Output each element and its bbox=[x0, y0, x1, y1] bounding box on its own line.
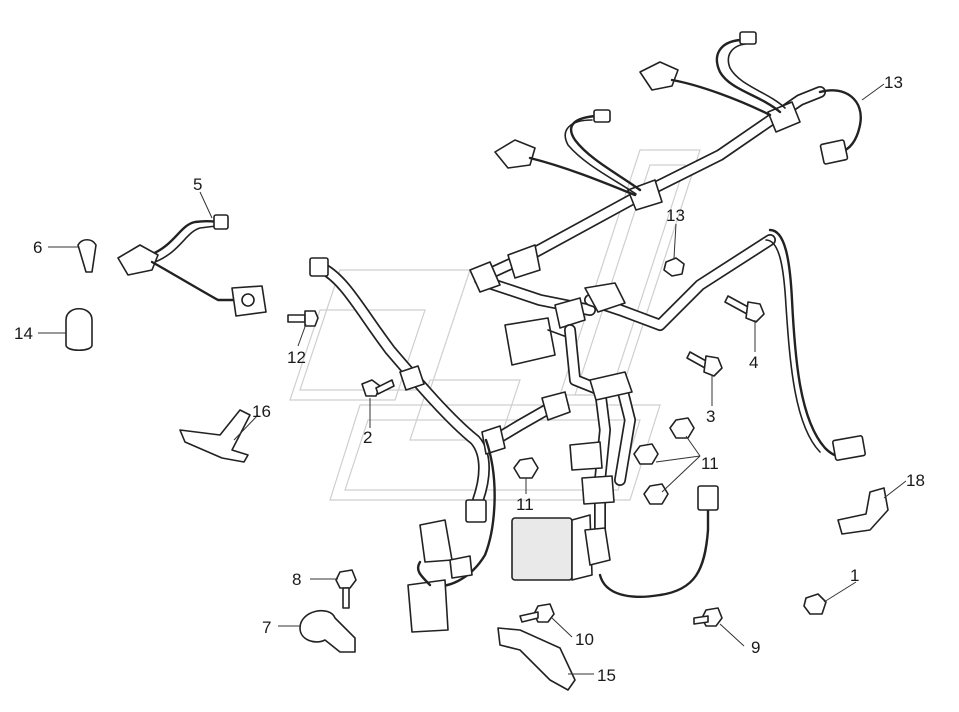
callout-10: 10 bbox=[575, 630, 594, 649]
watermark-logo bbox=[289, 149, 701, 501]
callout-16: 15 bbox=[597, 666, 616, 685]
sub-harness-5 bbox=[117, 214, 267, 317]
callout-4: 4 bbox=[749, 353, 758, 372]
callout-2: 2 bbox=[363, 428, 372, 447]
hardware bbox=[65, 238, 889, 691]
left-harness bbox=[309, 257, 506, 633]
callout-3: 3 bbox=[706, 407, 715, 426]
callout-13: 13 bbox=[666, 206, 685, 225]
callout-11-right: 11 bbox=[701, 454, 719, 473]
callout-15: 14 bbox=[14, 324, 33, 343]
callout-11-left: 11 bbox=[516, 495, 534, 514]
main-harness-14 bbox=[474, 31, 862, 284]
callout-5: 5 bbox=[193, 175, 202, 194]
callout-9: 9 bbox=[751, 638, 760, 657]
callout-17: 16 bbox=[252, 402, 271, 421]
leader-lines bbox=[38, 83, 907, 675]
callout-18: 18 bbox=[906, 471, 925, 490]
callout-14: 13 bbox=[884, 73, 903, 92]
callout-labels: 5 6 14 12 2 16 13 13 4 3 11 11 18 1 8 7 … bbox=[14, 73, 925, 685]
callout-6: 6 bbox=[33, 238, 42, 257]
harness-branches bbox=[469, 228, 866, 598]
callout-12: 12 bbox=[287, 348, 306, 367]
callout-8: 8 bbox=[292, 570, 301, 589]
callout-7: 7 bbox=[262, 618, 271, 637]
callout-1: 1 bbox=[850, 566, 859, 585]
